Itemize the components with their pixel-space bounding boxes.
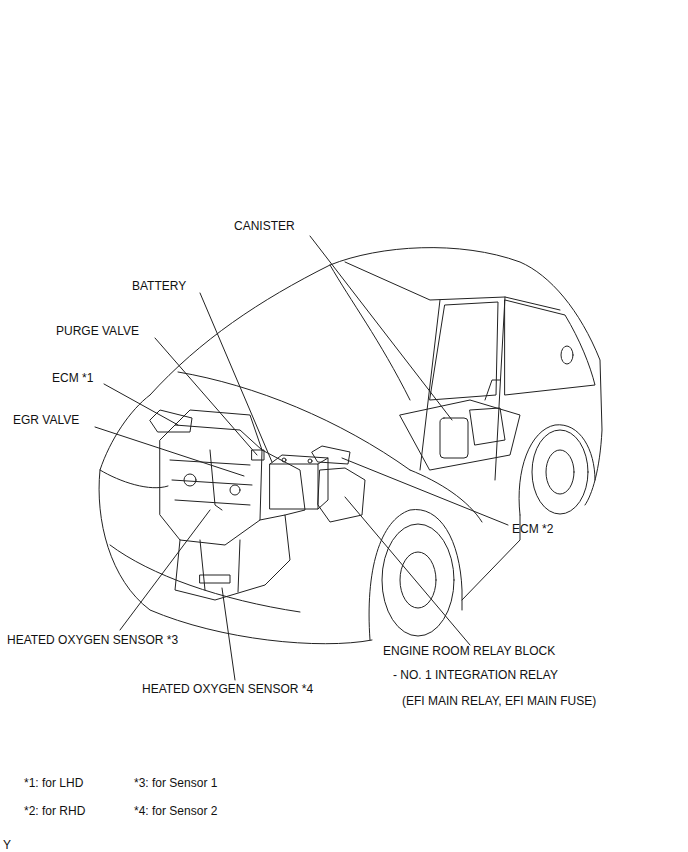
part-label: CANISTER [234,219,295,233]
part-label: EGR VALVE [13,413,79,427]
part-label: ECM *2 [512,522,553,536]
part-label: *3: for Sensor 1 [134,776,217,790]
part-label: HEATED OXYGEN SENSOR *4 [142,682,313,696]
part-label: (EFI MAIN RELAY, EFI MAIN FUSE) [402,694,596,708]
part-label: ECM *1 [52,371,93,385]
part-label: HEATED OXYGEN SENSOR *3 [7,633,178,647]
part-label: - NO. 1 INTEGRATION RELAY [393,668,558,682]
part-label: Y [3,838,11,852]
part-label: BATTERY [132,279,186,293]
part-label: PURGE VALVE [56,324,139,338]
part-label: *1: for LHD [24,776,83,790]
part-label: ENGINE ROOM RELAY BLOCK [383,644,555,658]
part-label: *4: for Sensor 2 [134,804,217,818]
part-label: *2: for RHD [24,804,85,818]
